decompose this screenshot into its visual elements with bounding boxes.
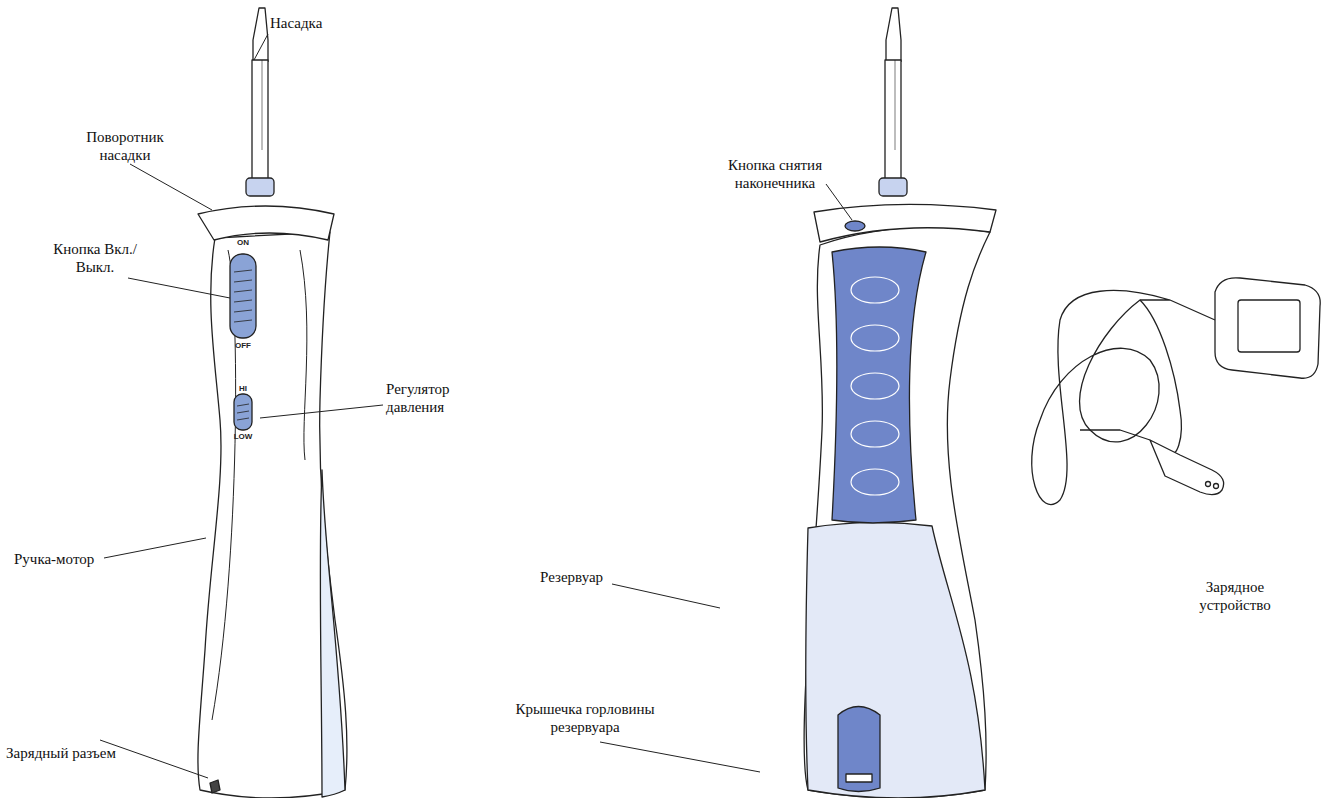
part-label: Регулятор давления [386, 380, 476, 416]
part-label: Поворотник насадки [70, 128, 180, 164]
part-label: Насадка [270, 14, 360, 32]
switch-mark: LOW [228, 432, 258, 441]
switch-mark: OFF [228, 341, 258, 350]
part-label: Кнопка Вкл./Выкл. [40, 240, 150, 276]
part-label: Зарядный разъем [6, 744, 116, 762]
leader-lines [100, 34, 852, 778]
switch-mark: ON [228, 238, 258, 247]
part-label: Ручка-мотор [14, 550, 134, 568]
part-label: Зарядное устройство [1175, 578, 1295, 614]
switch-mark: HI [228, 384, 258, 393]
part-label: Крышечка горловины резервуара [505, 700, 665, 736]
part-label: Кнопка снятия наконечника [705, 156, 845, 192]
part-label: Резервуар [540, 568, 660, 586]
